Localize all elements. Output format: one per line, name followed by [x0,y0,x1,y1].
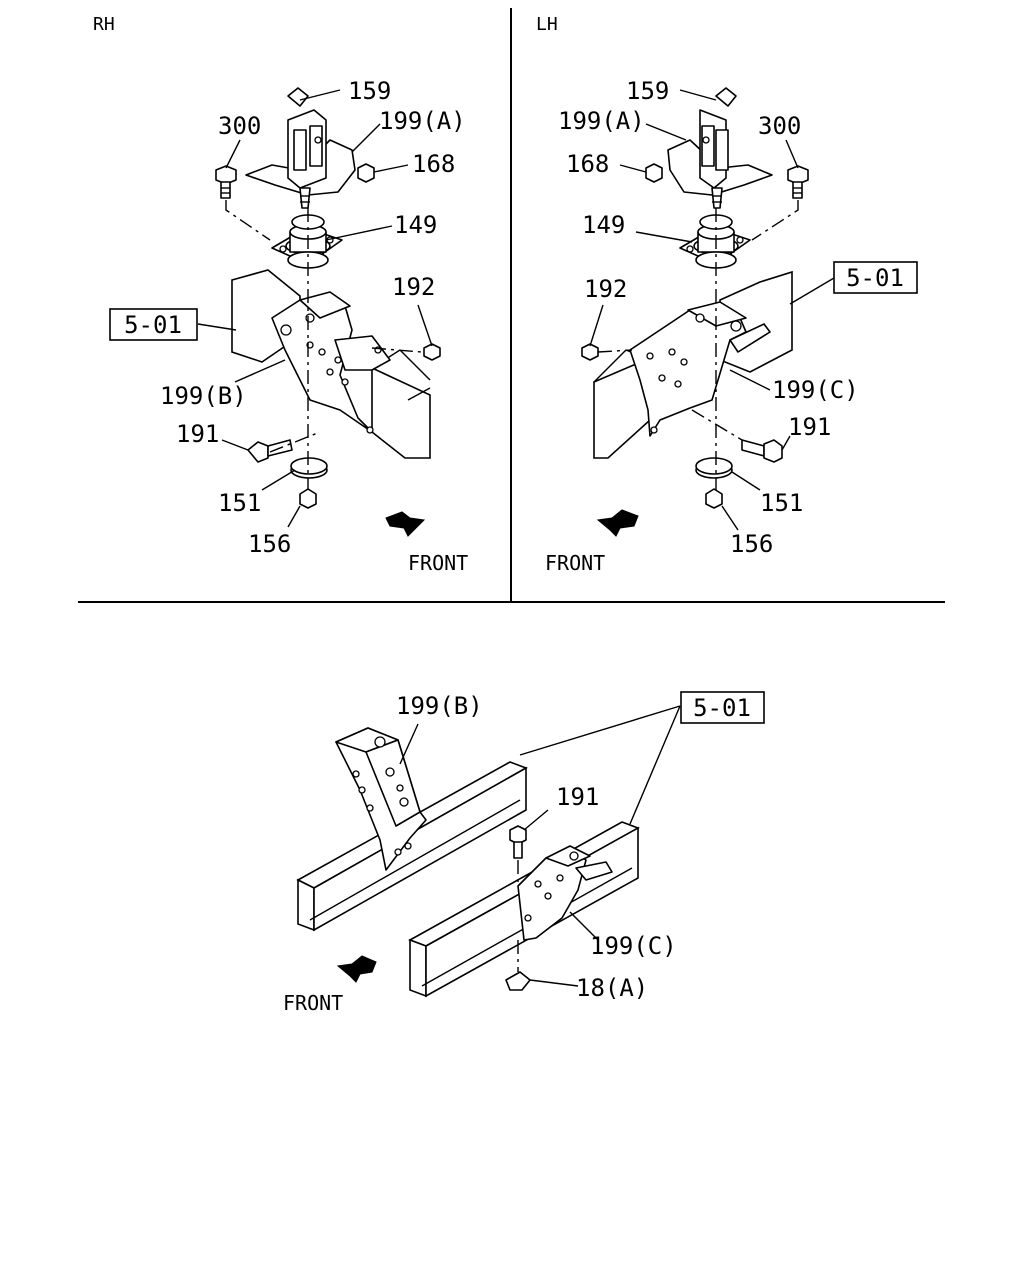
rh-callout-149: 149 [394,211,437,239]
lh-callout-300: 300 [758,112,801,140]
rh-front-label: FRONT [408,551,468,575]
rh-mount-149 [271,214,343,269]
bottom-front-arrow-icon [336,955,377,983]
lh-nut-192 [581,343,599,361]
rh-callout-199a: 199(A) [379,107,466,135]
lh-frame-ref-box [833,261,918,294]
lh-callout-199a: 199(A) [558,107,645,135]
bottom-frame-ref-box [680,691,765,724]
rh-callout-168: 168 [412,150,455,178]
lh-nut-168 [645,163,663,183]
rh-callout-191: 191 [176,420,219,448]
rh-callout-300: 300 [218,112,261,140]
lh-bracket-199c [629,301,771,437]
bottom-frame-ref: 5-01 [693,694,751,722]
rh-washer-151 [290,457,328,479]
rh-callout-159: 159 [348,77,391,105]
rh-nut-168 [357,163,375,183]
lh-nut-156 [705,488,723,509]
rh-front-arrow-icon [385,511,426,537]
lh-callout-159: 159 [626,77,669,105]
lh-bolt-191 [741,439,783,463]
lh-side-label: LH [536,14,558,35]
rh-bolt-191 [247,439,293,463]
lh-washer-151 [695,457,733,479]
rh-side-label: RH [93,14,115,35]
lh-callout-199c: 199(C) [772,376,859,404]
rh-bracket-199b [271,291,391,434]
lh-callout-156: 156 [730,530,773,558]
lh-front-arrow-icon [596,509,639,537]
lh-front-label: FRONT [545,551,605,575]
lh-callout-151: 151 [760,489,803,517]
rh-frame-ref: 5-01 [124,311,182,339]
bottom-clip-18a [505,971,531,991]
bottom-bracket-199b [335,727,427,871]
lh-panel: LH [536,14,918,575]
rh-bracket-199a [245,109,356,209]
lh-callout-149: 149 [582,211,625,239]
lh-frame-rail [593,270,793,459]
bottom-callout-191: 191 [556,783,599,811]
lh-callout-168: 168 [566,150,609,178]
bottom-front-label: FRONT [283,991,343,1015]
lh-callout-191: 191 [788,413,831,441]
rh-nut-156 [299,488,317,509]
lh-bolt-300 [787,165,809,199]
bottom-callout-18a: 18(A) [576,974,648,1002]
rh-callout-199b: 199(B) [160,382,247,410]
rh-callout-156: 156 [248,530,291,558]
lh-clip-159 [715,87,737,107]
bottom-bracket-199c [517,845,613,941]
bottom-callout-199c: 199(C) [590,932,677,960]
rh-callout-151: 151 [218,489,261,517]
bottom-panel: 199(B) 191 199(C) 18(A) 5-01 FRONT [283,691,765,1015]
rh-bolt-300 [215,165,237,199]
rh-frame-ref-box [109,308,198,341]
rh-nut-192 [423,343,441,361]
rh-clip-159 [287,87,309,107]
bottom-bolt-191 [509,825,527,859]
lh-callout-192: 192 [584,275,627,303]
lh-frame-ref: 5-01 [846,264,904,292]
rh-panel: RH [93,14,468,575]
bottom-callout-199b: 199(B) [396,692,483,720]
rh-callout-192: 192 [392,273,435,301]
lh-bracket-199a [667,109,773,209]
